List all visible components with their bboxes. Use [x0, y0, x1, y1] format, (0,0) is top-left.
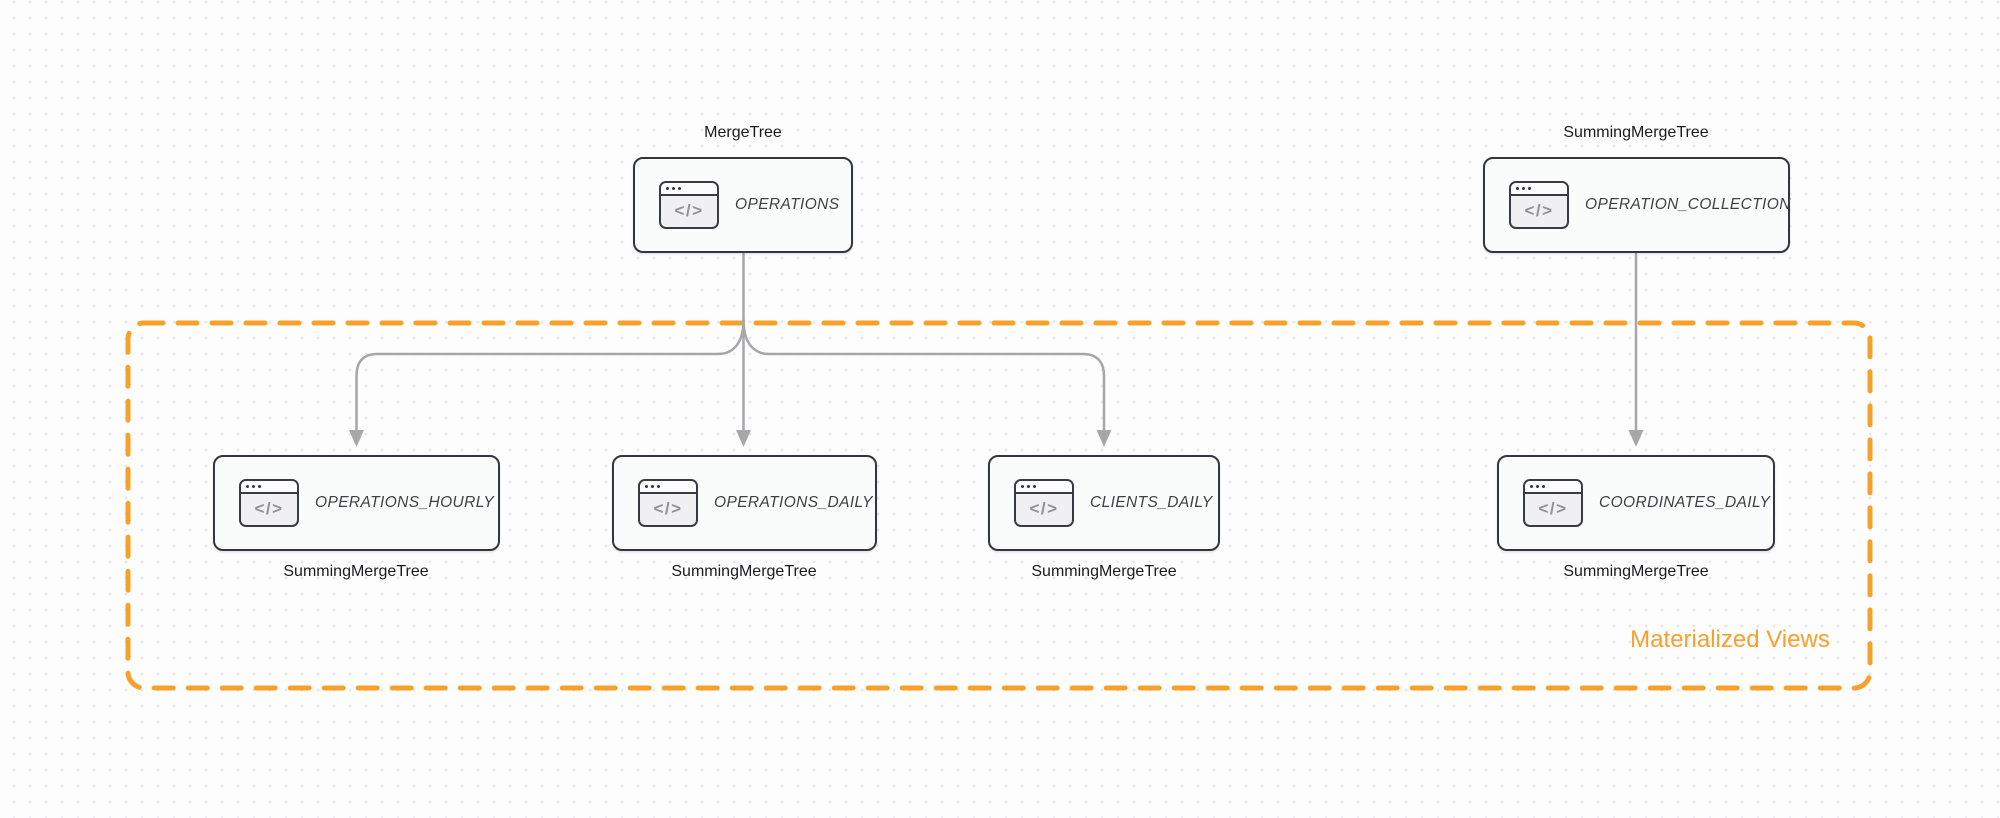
engine-label-operations-daily: SummingMergeTree [671, 563, 817, 580]
node-operations-daily[interactable]: </> OPERATIONS_DAILY [612, 455, 877, 551]
window-titlebar [241, 481, 297, 494]
code-window-icon: </> [1509, 181, 1569, 229]
edge-lines [355, 252, 1638, 432]
window-titlebar [640, 481, 696, 494]
node-table-name: OPERATIONS_HOURLY [315, 494, 495, 511]
edge-arrowheads [349, 430, 1644, 447]
code-window-icon: </> [638, 479, 698, 527]
node-table-name: OPERATIONS [735, 196, 840, 213]
edge-operations-to-hourly[interactable] [355, 318, 745, 432]
engine-label-clients-daily: SummingMergeTree [1031, 563, 1177, 580]
node-operations[interactable]: </> OPERATIONS [633, 157, 853, 253]
code-glyph: </> [674, 201, 704, 220]
code-glyph: </> [254, 499, 284, 518]
code-window-icon: </> [1523, 479, 1583, 527]
code-window-icon: </> [239, 479, 299, 527]
window-titlebar [1511, 183, 1567, 196]
code-glyph: </> [1524, 201, 1554, 220]
node-clients-daily[interactable]: </> CLIENTS_DAILY [988, 455, 1220, 551]
node-operation-collection[interactable]: </> OPERATION_COLLECTION [1483, 157, 1790, 253]
code-glyph: </> [1029, 499, 1059, 518]
engine-label-operation-collection: SummingMergeTree [1563, 124, 1709, 141]
node-table-name: CLIENTS_DAILY [1090, 494, 1213, 511]
node-operations-hourly[interactable]: </> OPERATIONS_HOURLY [213, 455, 500, 551]
arrowhead-icon [349, 430, 364, 447]
window-titlebar [1016, 481, 1072, 494]
node-table-name: COORDINATES_DAILY [1599, 494, 1771, 511]
arrowhead-icon [1096, 430, 1112, 447]
engine-label-operations-hourly: SummingMergeTree [283, 563, 429, 580]
node-table-name: OPERATIONS_DAILY [714, 494, 873, 511]
arrowhead-icon [736, 430, 751, 447]
engine-label-operations: MergeTree [704, 124, 782, 141]
code-window-icon: </> [1014, 479, 1074, 527]
node-coordinates-daily[interactable]: </> COORDINATES_DAILY [1497, 455, 1775, 551]
materialized-views-group-box[interactable] [125, 320, 1873, 691]
code-glyph: </> [1538, 499, 1568, 518]
code-window-icon: </> [659, 181, 719, 229]
materialized-views-label: Materialized Views [1630, 626, 1830, 653]
edge-operations-to-clients[interactable] [742, 318, 1106, 432]
window-titlebar [1525, 481, 1581, 494]
window-titlebar [661, 183, 717, 196]
engine-label-coordinates-daily: SummingMergeTree [1563, 563, 1709, 580]
code-glyph: </> [653, 499, 683, 518]
arrowhead-icon [1628, 430, 1644, 447]
node-table-name: OPERATION_COLLECTION [1585, 196, 1791, 213]
